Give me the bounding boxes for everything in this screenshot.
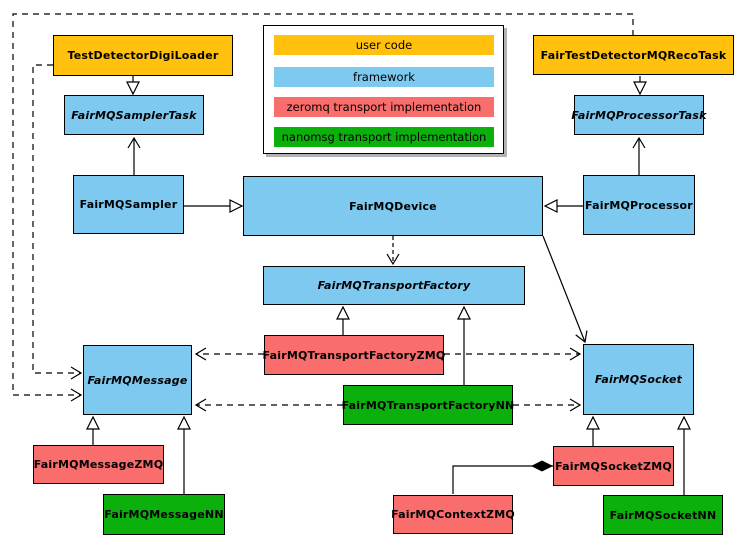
node-fairmqprocessor: FairMQProcessor — [583, 175, 695, 235]
node-fairmqmessage: FairMQMessage — [83, 345, 192, 415]
legend-item-framework: framework — [274, 67, 494, 87]
node-fairmqmessagenn: FairMQMessageNN — [103, 494, 225, 535]
node-fairmqcontextzmq: FairMQContextZMQ — [391, 495, 515, 534]
node-fairmqtransportfactorynn: FairMQTransportFactoryNN — [342, 385, 514, 425]
node-fairmqmessagezmq: FairMQMessageZMQ — [33, 445, 164, 484]
node-fairmqdevice: FairMQDevice — [243, 176, 543, 236]
edge-digiloader-to-message — [32, 64, 83, 380]
edge-socketzmq-contextzmq-composition — [452, 460, 553, 494]
node-fairmqprocessortask: FairMQProcessorTask — [571, 95, 706, 135]
legend-item-zeromq: zeromq transport implementation — [274, 97, 494, 117]
node-fairmqtransportfactory: FairMQTransportFactory — [263, 266, 525, 305]
edge-device-to-socket — [542, 235, 588, 344]
legend-item-nanomsg: nanomsg transport implementation — [274, 127, 494, 147]
node-fairtestdetectormqrecotask: FairTestDetectorMQRecoTask — [533, 35, 734, 75]
edge-recotask-to-message — [12, 13, 634, 402]
node-testdetectordigiloader: TestDetectorDigiLoader — [53, 35, 233, 76]
node-fairmqsocket: FairMQSocket — [583, 344, 694, 415]
node-fairmqsocketnn: FairMQSocketNN — [603, 495, 723, 535]
node-fairmqsocketzmq: FairMQSocketZMQ — [553, 446, 674, 486]
node-fairmqsamplertask: FairMQSamplerTask — [64, 95, 204, 135]
node-fairmqsampler: FairMQSampler — [73, 175, 184, 234]
node-fairmqtransportfactoryzmq: FairMQTransportFactoryZMQ — [263, 335, 445, 375]
legend-box: user code framework zeromq transport imp… — [263, 25, 504, 154]
legend-item-user-code: user code — [274, 35, 494, 55]
